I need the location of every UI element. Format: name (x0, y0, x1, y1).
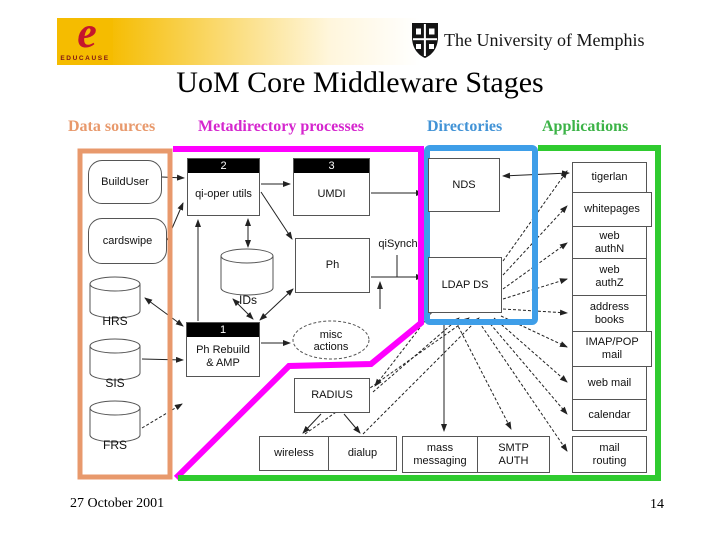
node-ph-rebuild: 1 Ph Rebuild & AMP (186, 322, 260, 377)
sis-label: SIS (105, 376, 125, 390)
footer-date: 27 October 2001 (70, 496, 165, 511)
educause-e-icon: e (77, 8, 97, 57)
node-calendar: calendar (572, 399, 647, 431)
arrow-qioper-ph (260, 191, 293, 240)
applications-border (178, 145, 661, 481)
arrow-ids-phrebuild (232, 298, 254, 320)
node-smtp-auth: SMTP AUTH (477, 436, 550, 473)
node-cardswipe: cardswipe (88, 218, 167, 264)
metadirectory-border (173, 146, 424, 481)
node-ph: Ph (295, 238, 370, 293)
arrow-ldap-calendar (486, 319, 568, 415)
node-nds: NDS (428, 158, 500, 212)
hrs-label: HRS (102, 314, 128, 328)
node-label: mail routing (592, 441, 627, 467)
educause-wordmark: EDUCAUSE (60, 55, 110, 62)
arrow-dialup-ldap (362, 317, 480, 435)
hrs-cylinder (89, 276, 141, 319)
educause-logo: e EDUCAUSE (57, 8, 113, 65)
node-builduser: BuildUser (88, 160, 162, 204)
step-1-badge: 1 (187, 323, 259, 337)
arrow-wireless-ldap (304, 317, 470, 435)
node-web-mail: web mail (572, 366, 647, 400)
node-label: BuildUser (101, 175, 149, 188)
uom-logo: The University of Memphis (410, 22, 644, 59)
frs-cylinder (89, 400, 141, 443)
node-qi-oper-utils: 2 qi-oper utils (187, 158, 260, 216)
column-header-applications: Applications (542, 118, 629, 135)
step-3-badge: 3 (294, 159, 369, 173)
node-label: wireless (274, 447, 314, 460)
arrow-builduser-qioper (161, 174, 185, 181)
slide-title: UoM Core Middleware Stages (176, 66, 544, 99)
column-header-metadirectory: Metadirectory processes (198, 118, 365, 135)
node-whitepages: whitepages (572, 192, 652, 227)
misc-actions-label: misc actions (313, 329, 349, 354)
node-dialup: dialup (328, 436, 397, 471)
node-label: SMTP AUTH (498, 441, 529, 467)
node-ldap-ds: LDAP DS (428, 257, 502, 313)
node-label: dialup (347, 447, 378, 460)
frs-label: FRS (103, 438, 127, 452)
arrow-ldap-smtpauth (455, 321, 512, 430)
node-label: address books (589, 300, 630, 326)
node-label: mass messaging (413, 441, 467, 467)
arrow-radius-wireless (302, 413, 322, 434)
arrow-phrebuild-ph (259, 288, 294, 321)
arrow-ldap-webmail (493, 317, 568, 383)
educause-banner: e EDUCAUSE (57, 8, 420, 65)
node-radius: RADIUS (294, 378, 370, 413)
column-header-data-sources: Data sources (68, 118, 156, 135)
node-label: IMAP/POP mail (585, 336, 639, 361)
node-web-authz: web authZ (572, 258, 647, 296)
step-2-badge: 2 (188, 159, 259, 173)
ids-cylinder (220, 248, 274, 296)
ids-label: IDs (239, 293, 257, 307)
node-label: LDAP DS (441, 278, 489, 291)
misc-actions-ellipse (292, 320, 370, 360)
node-label: Ph (325, 259, 340, 272)
node-label: Ph Rebuild & AMP (196, 343, 250, 369)
page-number: 14 (650, 497, 664, 512)
directories-border (424, 145, 538, 325)
node-wireless: wireless (259, 436, 329, 471)
arrow-radius-ldap (372, 317, 460, 393)
sis-cylinder (89, 338, 141, 381)
node-umdi: 3 UMDI (293, 158, 370, 216)
node-mass-messaging: mass messaging (402, 436, 478, 473)
arrow-ldap-webauthn (502, 242, 568, 290)
arrow-ldap-webauthz (502, 278, 568, 300)
node-label: calendar (588, 408, 631, 421)
node-label: web authN (594, 229, 625, 255)
qisynch-label: qiSynch (378, 238, 418, 250)
arrow-sis-phrebuild (141, 356, 184, 363)
node-tigerlan: tigerlan (572, 162, 647, 193)
university-name: The University of Memphis (444, 30, 645, 50)
data-sources-border (77, 148, 173, 480)
node-label: cardswipe (102, 234, 153, 247)
arrow-radius-dialup (343, 413, 361, 434)
node-label: tigerlan (591, 171, 628, 184)
arrow-frs-phrebuild (141, 403, 183, 429)
node-label: web mail (587, 376, 632, 389)
node-label: whitepages (584, 203, 640, 216)
node-address-books: address books (572, 295, 647, 332)
node-web-authn: web authN (572, 226, 647, 259)
node-mail-routing: mail routing (572, 436, 647, 473)
node-label: NDS (452, 178, 476, 191)
arrow-hrs-phrebuild (144, 297, 184, 327)
arrow-ldap-mailrouting (478, 321, 568, 452)
node-imap-pop-mail: IMAP/POP mail (572, 331, 652, 367)
column-header-directories: Directories (427, 118, 503, 135)
node-label: RADIUS (311, 389, 353, 402)
uom-shield-icon (412, 23, 438, 58)
node-label: web authZ (595, 264, 624, 289)
database-cylinders (89, 248, 274, 443)
node-label: UMDI (317, 187, 346, 200)
node-label: qi-oper utils (195, 187, 252, 200)
